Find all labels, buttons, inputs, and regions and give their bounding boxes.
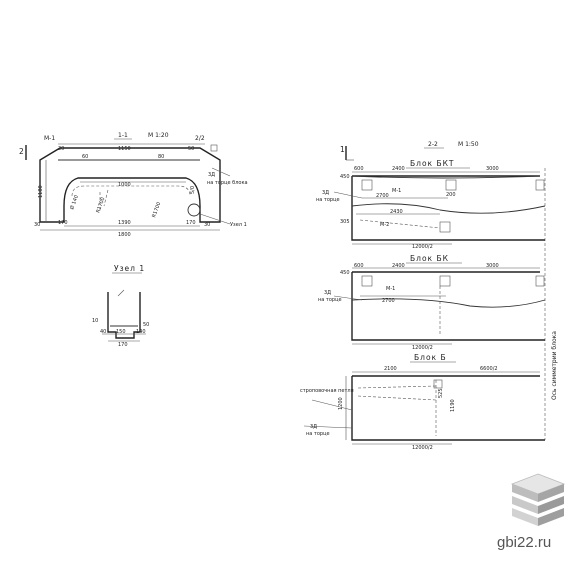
- uzel-d170: 170: [118, 342, 128, 348]
- block-bk: Блок БК 600 2400 3000 450 М-1 2700 3Д на…: [318, 254, 546, 351]
- bkt-d3000: 3000: [486, 166, 499, 172]
- b-d1190: 1190: [450, 399, 456, 412]
- bkt-m2: М-2: [380, 222, 389, 228]
- b-half: 12000/2: [412, 445, 433, 451]
- section-2-title: 2-2: [428, 141, 438, 148]
- b-note-torets: на торце: [306, 431, 330, 437]
- uzel-d40: 40: [100, 329, 106, 335]
- b-title: Блок Б: [414, 353, 447, 362]
- bk-outline: [351, 271, 545, 341]
- block-b: Блок Б 2100 6600/2 1200 1190 525 стропов…: [300, 353, 545, 451]
- uzel-title: Узел 1: [114, 264, 145, 273]
- dim-top-right: 50: [188, 146, 194, 152]
- dim-bottom-left: 170: [58, 220, 68, 226]
- b-note-podvesnoy: строповочная петля: [300, 388, 354, 394]
- bk-d3000: 3000: [486, 263, 499, 269]
- dim-overall: 1800: [118, 232, 131, 238]
- b-note-3d: 3Д: [310, 424, 317, 430]
- dim-corner-right: 30: [204, 222, 210, 228]
- stacked-blocks-logo: [510, 473, 566, 526]
- b-d1200: 1200: [338, 397, 344, 410]
- bk-note-torets: на торце: [318, 297, 342, 303]
- dim-angle-left: 60: [82, 154, 88, 160]
- dim-bottom-right: 170: [186, 220, 196, 226]
- bk-half: 12000/2: [412, 345, 433, 351]
- uzel-callout-circle: [187, 203, 201, 217]
- bk-d450: 450: [340, 270, 350, 276]
- m1-label: М-1: [44, 135, 55, 142]
- section-1-1: 1-1 М 1:20 М-1 2/2 2 30 1150 50 60 80 10…: [19, 132, 248, 238]
- b-outline: [351, 375, 545, 441]
- dim-top-left: 30: [58, 146, 64, 152]
- dim-right-vert: 5/0: [190, 186, 196, 194]
- section-1-scale: М 1:20: [148, 132, 169, 139]
- bkt-m1: М-1: [392, 188, 401, 194]
- bk-d600: 600: [354, 263, 364, 269]
- dim-diag-left: R1700: [95, 197, 106, 214]
- watermark-site[interactable]: gbi22.ru: [497, 534, 552, 551]
- cut-marker-1: 1: [340, 145, 346, 154]
- bk-title: Блок БК: [410, 254, 449, 263]
- b-d525: 525: [438, 388, 444, 398]
- bkt-title: Блок БКТ: [410, 159, 455, 168]
- dim-height: 1180: [38, 185, 44, 198]
- bk-d2400: 2400: [392, 263, 405, 269]
- bkt-d2400: 2400: [392, 166, 405, 172]
- symmetry-axis-label: Ось симметрии блока: [551, 331, 558, 400]
- bkt-d2430: 2430: [390, 209, 403, 215]
- dim-left-vert: Ø 140: [68, 194, 80, 211]
- block-bkt: Блок БКТ 600 2400 3000 450 М-1 2700 200 …: [316, 159, 546, 250]
- bkt-d450: 450: [340, 174, 350, 180]
- bkt-outline: [351, 175, 545, 241]
- ref-22: 2/2: [195, 135, 205, 142]
- section-1-title: 1-1: [118, 132, 128, 139]
- bkt-d200: 200: [446, 192, 456, 198]
- section-1-outline: [39, 147, 221, 223]
- uzel-1-detail: Узел 1 10 50 40 150 140 170: [92, 264, 149, 348]
- bkt-note-3d: 3Д: [322, 190, 329, 196]
- bkt-half: 12000/2: [412, 244, 433, 250]
- b-d2100: 2100: [384, 366, 397, 372]
- dim-top-mid: 1150: [118, 146, 131, 152]
- note-3d-1: 3Д: [208, 172, 215, 178]
- bkt-d600: 600: [354, 166, 364, 172]
- bk-d2700: 2700: [382, 298, 395, 304]
- dim-diag-right: R1700: [151, 201, 162, 218]
- bk-note-3d: 3Д: [324, 290, 331, 296]
- dim-bottom-mid: 1390: [118, 220, 131, 226]
- section-2-2: 2-2 М 1:50 1 Ось симметрии блока: [340, 141, 558, 440]
- bk-m1: М-1: [386, 286, 395, 292]
- uzel-d150: 150: [116, 329, 126, 335]
- bkt-d305: 305: [340, 219, 350, 225]
- uzel-callout-label: Узел 1: [230, 222, 247, 228]
- cut-marker-2: 2: [19, 147, 25, 156]
- section-2-scale: М 1:50: [458, 141, 479, 148]
- dim-inner-top: 1000: [118, 182, 131, 188]
- b-d6600: 6600/2: [480, 366, 498, 372]
- dim-angle-right: 80: [158, 154, 164, 160]
- bkt-note-torets: на торце: [316, 197, 340, 203]
- uzel-d50: 50: [143, 322, 149, 328]
- uzel-d10: 10: [92, 318, 98, 324]
- note-torets-1: на торце блока: [207, 180, 248, 186]
- uzel-d140: 140: [136, 329, 146, 335]
- bkt-d2700: 2700: [376, 193, 389, 199]
- uzel-outline: [107, 292, 141, 339]
- dim-corner-left: 30: [34, 222, 40, 228]
